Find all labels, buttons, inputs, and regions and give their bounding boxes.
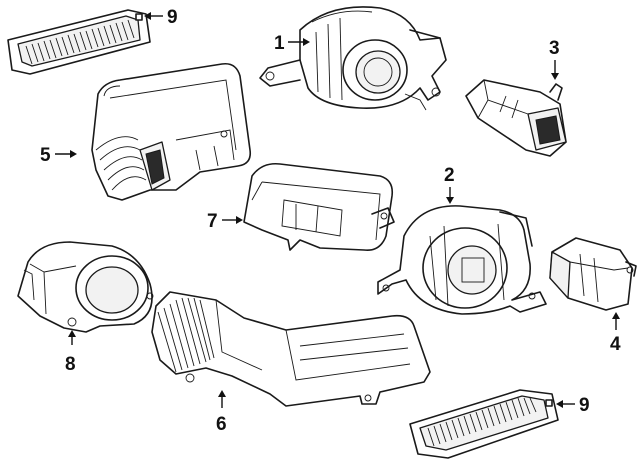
callout-2: 2 [444, 165, 455, 204]
callout-label-9-bottom: 9 [579, 395, 590, 416]
part-2-blower-motor-case [377, 205, 547, 315]
part-1-blower-case [259, 6, 447, 111]
callout-label-9-top: 9 [167, 7, 178, 28]
callout-label-7: 7 [207, 211, 218, 232]
callout-4: 4 [610, 312, 621, 355]
callout-9-top: 9 [144, 7, 178, 28]
callout-5: 5 [40, 145, 77, 166]
part-9-cabin-filter-top [7, 9, 151, 75]
part-3-duct [465, 79, 567, 157]
part-4-duct [549, 237, 637, 311]
callout-label-2: 2 [444, 165, 455, 186]
part-7-housing [243, 162, 395, 252]
callout-7: 7 [207, 211, 243, 232]
callout-9-bottom: 9 [556, 395, 590, 416]
callout-label-1: 1 [274, 33, 285, 54]
callout-label-3: 3 [549, 38, 560, 59]
callout-3: 3 [549, 38, 560, 80]
part-8-blower-housing [17, 241, 154, 333]
callout-6: 6 [216, 390, 227, 435]
part-5-air-duct [91, 62, 252, 201]
part-9-cabin-filter-bottom [409, 389, 559, 459]
callout-label-8: 8 [65, 354, 76, 375]
callout-1: 1 [274, 33, 310, 54]
part-6-air-duct [151, 291, 431, 407]
callout-label-6: 6 [216, 414, 227, 435]
callout-8: 8 [65, 330, 76, 375]
callout-label-5: 5 [40, 145, 51, 166]
callout-label-4: 4 [610, 334, 621, 355]
